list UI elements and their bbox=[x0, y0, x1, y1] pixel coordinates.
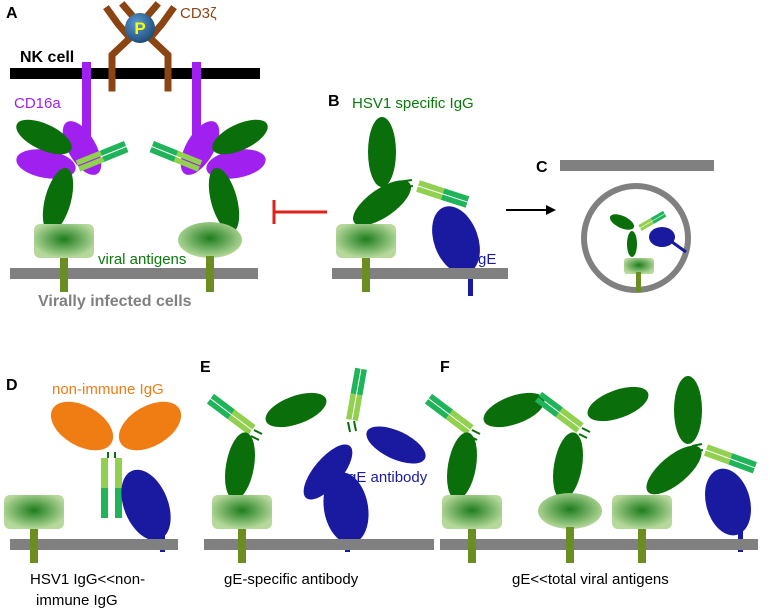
viral-antigen-f2 bbox=[538, 493, 602, 563]
ge-antibody-label: gE antibody bbox=[348, 469, 428, 486]
viral-antigens-label: viral antigens bbox=[98, 251, 186, 268]
panel-c-letter: C bbox=[536, 159, 548, 176]
viral-antigen-f1 bbox=[442, 495, 502, 563]
nk-cell-label: NK cell bbox=[20, 49, 74, 66]
arrow-b-to-c bbox=[506, 205, 556, 215]
phospho-label: P bbox=[134, 19, 145, 38]
viral-antigen-c bbox=[624, 258, 654, 292]
panel-a: A NK cell P CD3ζ CD16a bbox=[6, 1, 268, 310]
panel-b-letter: B bbox=[328, 93, 340, 110]
igg-e-right bbox=[303, 367, 426, 552]
ge-protein-b bbox=[432, 206, 480, 296]
igg-left bbox=[16, 119, 129, 233]
panel-f-letter: F bbox=[440, 359, 450, 376]
igg-f-3 bbox=[646, 376, 757, 495]
infected-cell-membrane-b bbox=[332, 268, 508, 279]
hsv1-igg-label: HSV1 specific IgG bbox=[352, 95, 474, 112]
ge-label-b: gE bbox=[478, 251, 496, 268]
inhibition-arrow bbox=[272, 200, 327, 224]
panel-a-letter: A bbox=[6, 5, 18, 22]
viral-antigen-d bbox=[4, 495, 64, 563]
igg-f-1 bbox=[424, 392, 545, 500]
caption-d-line2: immune IgG bbox=[36, 592, 118, 609]
panel-f: F gE<<total viral antigens bbox=[424, 359, 758, 588]
viral-antigen-e bbox=[212, 495, 272, 563]
infected-cell-membrane-e bbox=[204, 539, 434, 550]
caption-f: gE<<total viral antigens bbox=[512, 571, 669, 588]
nk-cell-membrane bbox=[10, 68, 260, 79]
cd3z-label: CD3ζ bbox=[180, 5, 217, 22]
caption-d-line1: HSV1 IgG<<non- bbox=[30, 571, 145, 588]
phospho-ball bbox=[125, 13, 155, 43]
viral-antigen-a1 bbox=[34, 224, 94, 292]
ge-protein-f bbox=[704, 468, 752, 552]
infected-cell-membrane-f bbox=[440, 539, 758, 550]
viral-antigen-f3 bbox=[612, 495, 672, 563]
membrane-c bbox=[560, 160, 714, 171]
caption-e: gE-specific antibody bbox=[224, 571, 359, 588]
infected-cell-membrane-a bbox=[10, 268, 258, 279]
igg-right bbox=[149, 119, 268, 233]
igg-f-2 bbox=[534, 386, 649, 500]
igg-e-left bbox=[206, 392, 327, 500]
panel-c: C bbox=[536, 159, 714, 293]
igg-c bbox=[609, 210, 667, 257]
panel-d-letter: D bbox=[6, 377, 18, 394]
panel-b: B HSV1 specific IgG gE bbox=[328, 93, 508, 296]
nonimmune-igg-label: non-immune IgG bbox=[52, 381, 164, 398]
infected-cell-membrane-d bbox=[10, 539, 178, 550]
igg-b bbox=[353, 117, 470, 226]
panel-e-letter: E bbox=[200, 359, 211, 376]
cd16a-label: CD16a bbox=[14, 95, 61, 112]
infected-cells-label: Virally infected cells bbox=[38, 293, 192, 310]
panel-d: D non-immune IgG HSV1 IgG<<non- immune I… bbox=[4, 377, 182, 609]
viral-antigen-a2 bbox=[178, 222, 242, 292]
panel-e: E gE antibody gE-specific antibody bbox=[200, 359, 434, 588]
ge-protein-c bbox=[649, 227, 687, 254]
nonimmune-igg bbox=[50, 401, 182, 518]
ge-protein-d bbox=[121, 469, 171, 552]
viral-antigen-b bbox=[336, 224, 396, 292]
